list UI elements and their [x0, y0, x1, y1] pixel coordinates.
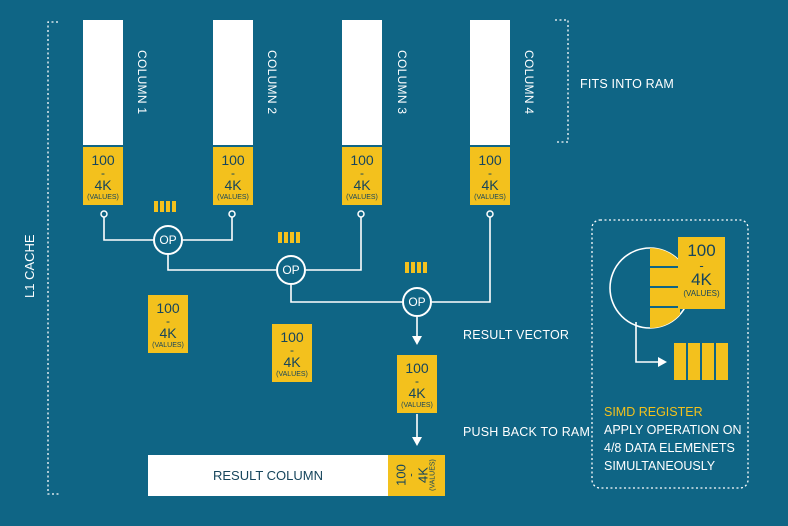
op-node-3: OP — [402, 287, 432, 317]
column-3-label: COLUMN 3 — [395, 50, 409, 115]
values-count: 100 — [350, 152, 374, 168]
floating-values-block: 100 - 4K (VALUES) — [272, 324, 312, 382]
fits-into-ram-label: FITS INTO RAM — [580, 77, 675, 91]
simd-line-3: SIMULTANEOUSLY — [604, 459, 716, 473]
simd-line-1: APPLY OPERATION ON — [604, 423, 742, 437]
values-dash: - — [488, 166, 492, 180]
values-count: 100 — [405, 360, 429, 376]
column-1-label: COLUMN 1 — [135, 50, 149, 115]
result-column-bar: RESULT COLUMN — [148, 455, 388, 496]
op-node-2: OP — [276, 255, 306, 285]
values-dash: - — [101, 166, 105, 180]
values-dash: - — [699, 258, 704, 273]
values-max: 4K — [691, 270, 712, 289]
result-vector-block: 100 - 4K (VALUES) — [397, 355, 437, 413]
values-count: 100 — [221, 152, 245, 168]
values-count: 100 — [91, 152, 115, 168]
mini-register-icon — [278, 232, 300, 243]
values-unit: (VALUES) — [429, 459, 437, 491]
values-dash: - — [415, 374, 419, 388]
values-count: 100 — [156, 300, 180, 316]
result-vector-label: RESULT VECTOR — [463, 328, 570, 342]
values-max: 4K — [415, 467, 431, 483]
simd-line-2: 4/8 DATA ELEMENETS — [604, 441, 735, 455]
column-1-bar — [83, 20, 123, 145]
values-count: 100 — [687, 241, 716, 260]
simd-values-block: 100 - 4K (VALUES) — [678, 237, 725, 309]
values-unit: (VALUES) — [401, 402, 433, 409]
mini-register-icon — [405, 262, 427, 273]
values-dash: - — [166, 314, 170, 328]
values-unit: (VALUES) — [474, 194, 506, 201]
mini-register-icon — [154, 201, 176, 212]
result-column-values-block: 100 - 4K (VALUES) — [388, 455, 445, 496]
column-4-label: COLUMN 4 — [522, 50, 536, 115]
values-unit: (VALUES) — [217, 194, 249, 201]
values-count: 100 — [478, 152, 502, 168]
column-4-values-block: 100 - 4K (VALUES) — [470, 147, 510, 205]
l1-cache-label: L1 CACHE — [22, 234, 37, 298]
push-back-label: PUSH BACK TO RAM — [463, 425, 591, 439]
column-3-values-block: 100 - 4K (VALUES) — [342, 147, 382, 205]
simd-register-half — [650, 248, 680, 328]
column-2-bar — [213, 20, 253, 145]
values-max: 4K — [481, 177, 499, 193]
values-unit: (VALUES) — [87, 194, 119, 201]
column-2-values-block: 100 - 4K (VALUES) — [213, 147, 253, 205]
values-unit: (VALUES) — [683, 289, 720, 298]
values-max: 4K — [408, 385, 426, 401]
values-max: 4K — [94, 177, 112, 193]
values-unit: (VALUES) — [152, 342, 184, 349]
values-unit: (VALUES) — [346, 194, 378, 201]
floating-values-block: 100 - 4K (VALUES) — [148, 295, 188, 353]
op-node-1: OP — [153, 225, 183, 255]
values-dash: - — [290, 343, 294, 357]
simd-title: SIMD REGISTER — [604, 405, 703, 419]
values-max: 4K — [353, 177, 371, 193]
values-count: 100 — [280, 329, 304, 345]
simd-register-lanes — [674, 343, 728, 380]
column-4-bar — [470, 20, 510, 145]
values-max: 4K — [224, 177, 242, 193]
column-3-bar — [342, 20, 382, 145]
result-column-values-text: 100 - 4K (VALUES) — [394, 459, 438, 491]
column-1-values-block: 100 - 4K (VALUES) — [83, 147, 123, 205]
column-2-label: COLUMN 2 — [265, 50, 279, 115]
values-max: 4K — [159, 325, 177, 341]
simd-description: SIMD REGISTER APPLY OPERATION ON 4/8 DAT… — [604, 403, 742, 475]
values-dash: - — [360, 166, 364, 180]
values-dash: - — [231, 166, 235, 180]
values-unit: (VALUES) — [276, 371, 308, 378]
values-max: 4K — [283, 354, 301, 370]
